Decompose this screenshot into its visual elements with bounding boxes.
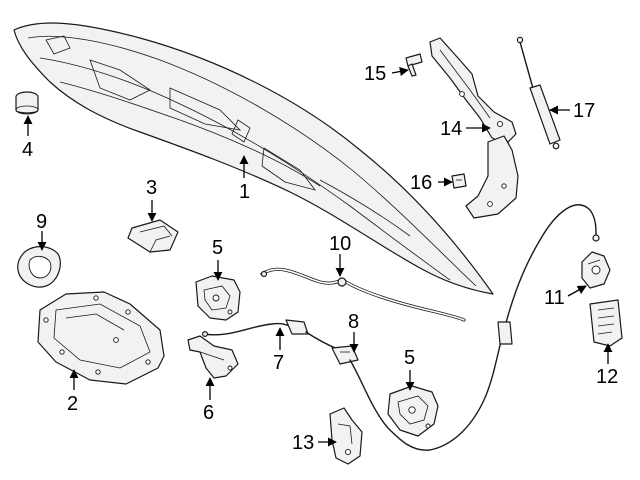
callout-14: 14: [440, 118, 462, 140]
release-handle: [581, 251, 611, 289]
hood-insulator-shield: [37, 291, 165, 385]
release-cable-7: [202, 319, 341, 351]
callout-1: 1: [239, 181, 250, 203]
leader-15: [391, 67, 409, 76]
callout-12: 12: [596, 366, 618, 388]
leader-11: [567, 285, 587, 297]
callout-17: 17: [573, 100, 595, 122]
hood-gas-strut: [516, 36, 561, 150]
callout-10: 10: [329, 233, 351, 255]
hood-clip: [127, 219, 179, 253]
callout-16: 16: [410, 172, 432, 194]
hood-latch-upper: [195, 275, 241, 321]
grommet: [17, 246, 61, 288]
callout-8: 8: [348, 311, 359, 333]
release-cable-10: [260, 267, 466, 322]
callout-9: 9: [36, 211, 47, 233]
callout-13: 13: [292, 432, 314, 454]
latch-bracket: [187, 335, 239, 379]
callout-5a: 5: [212, 237, 223, 259]
hood-panel: [13, 22, 494, 295]
callout-7: 7: [273, 352, 284, 374]
callout-4: 4: [22, 139, 33, 161]
callout-11: 11: [544, 287, 565, 309]
callout-15: 15: [364, 63, 386, 85]
hinge-bolt-16: [451, 173, 467, 189]
hood-latch-lower: [387, 385, 439, 437]
callout-5b: 5: [404, 347, 415, 369]
callout-2: 2: [67, 393, 78, 415]
callout-3: 3: [146, 177, 157, 199]
callout-6: 6: [203, 402, 214, 424]
safety-catch: [329, 407, 363, 465]
main-release-cable: [349, 204, 600, 451]
hood-bumper-stop: [15, 91, 39, 115]
hinge-bolt-15: [405, 53, 423, 77]
hood-hinge: [429, 37, 519, 219]
handle-bracket: [589, 299, 623, 347]
